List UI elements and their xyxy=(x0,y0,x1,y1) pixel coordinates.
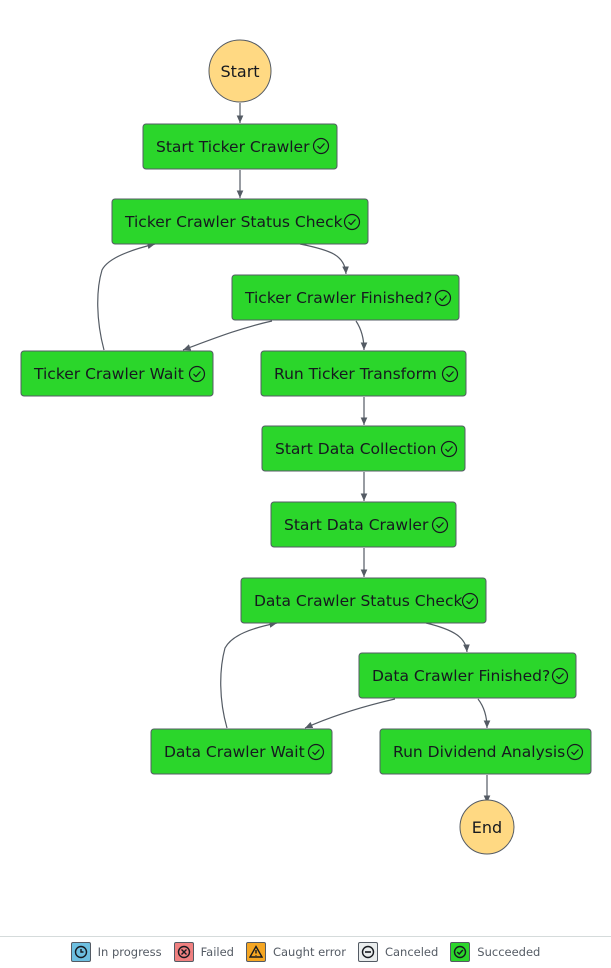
state-label: Ticker Crawler Finished? xyxy=(244,289,432,307)
legend-caught-error: Caught error xyxy=(245,942,346,962)
legend-label: Canceled xyxy=(384,945,439,959)
succeeded-check-icon xyxy=(431,516,449,534)
succeeded-check-icon xyxy=(461,592,479,610)
state-machine-graph: Start End Start Ticker Crawler Ticker Cr… xyxy=(20,39,592,855)
state-label: Data Crawler Wait xyxy=(164,743,305,761)
succeeded-check-icon xyxy=(307,743,325,761)
state-label: Data Crawler Status Check xyxy=(254,592,462,610)
warning-icon xyxy=(245,942,266,962)
state-run-ticker-transform[interactable]: Run Ticker Transform xyxy=(260,350,467,397)
succeeded-check-icon xyxy=(566,743,584,761)
succeeded-check-icon xyxy=(441,365,459,383)
legend-label: Caught error xyxy=(272,945,346,959)
minus-circle-icon xyxy=(357,942,378,962)
succeeded-check-icon xyxy=(312,137,330,155)
edges xyxy=(97,103,491,803)
state-label: Data Crawler Finished? xyxy=(372,667,550,685)
edge-data-finished-to-dividend xyxy=(477,698,491,729)
succeeded-check-icon xyxy=(188,365,206,383)
state-start-ticker-crawler[interactable]: Start Ticker Crawler xyxy=(142,123,338,170)
x-circle-icon xyxy=(173,942,194,962)
state-data-crawler-wait[interactable]: Data Crawler Wait xyxy=(150,728,333,775)
state-ticker-crawler-wait[interactable]: Ticker Crawler Wait xyxy=(20,350,214,397)
state-label: Run Ticker Transform xyxy=(274,365,437,383)
state-label: Start Data Collection xyxy=(275,440,436,458)
edge-finished-to-run-transform xyxy=(355,320,368,351)
state-ticker-crawler-status-check[interactable]: Ticker Crawler Status Check xyxy=(111,198,369,245)
end-node[interactable]: End xyxy=(459,799,515,855)
edge-data-wait-to-status-check xyxy=(220,621,278,729)
legend-label: Succeeded xyxy=(477,945,541,959)
legend-failed: Failed xyxy=(173,942,234,962)
edge-wait-to-status-check xyxy=(97,242,156,351)
edge-data-finished-to-wait xyxy=(304,698,396,729)
legend-label: In progress xyxy=(97,945,162,959)
legend-in-progress: In progress xyxy=(70,942,162,962)
legend-label: Failed xyxy=(200,945,234,959)
legend-canceled: Canceled xyxy=(357,942,439,962)
clock-icon xyxy=(70,942,91,962)
succeeded-check-icon xyxy=(440,440,458,458)
state-ticker-crawler-finished[interactable]: Ticker Crawler Finished? xyxy=(231,274,460,321)
legend-succeeded: Succeeded xyxy=(450,942,540,962)
status-legend: In progress Failed Caught error Canceled… xyxy=(0,936,611,967)
end-label: End xyxy=(472,818,502,837)
edge-data-status-check-to-finished xyxy=(425,622,470,653)
succeeded-check-icon xyxy=(551,667,569,685)
start-node[interactable]: Start xyxy=(208,39,272,103)
state-label: Start Data Crawler xyxy=(284,516,429,534)
edge-finished-to-wait xyxy=(182,320,273,351)
succeeded-check-icon xyxy=(343,213,361,231)
start-label: Start xyxy=(220,62,259,81)
state-start-data-collection[interactable]: Start Data Collection xyxy=(261,425,466,472)
edge-status-check-to-finished xyxy=(299,243,349,275)
state-start-data-crawler[interactable]: Start Data Crawler xyxy=(270,501,457,548)
state-label: Run Dividend Analysis xyxy=(393,743,565,761)
state-label: Ticker Crawler Status Check xyxy=(124,213,343,231)
state-label: Start Ticker Crawler xyxy=(156,138,310,156)
state-label: Ticker Crawler Wait xyxy=(33,365,184,383)
state-data-crawler-status-check[interactable]: Data Crawler Status Check xyxy=(240,577,487,624)
state-run-dividend-analysis[interactable]: Run Dividend Analysis xyxy=(379,728,592,775)
check-circle-icon xyxy=(450,942,471,962)
state-data-crawler-finished[interactable]: Data Crawler Finished? xyxy=(358,652,577,699)
succeeded-check-icon xyxy=(434,289,452,307)
